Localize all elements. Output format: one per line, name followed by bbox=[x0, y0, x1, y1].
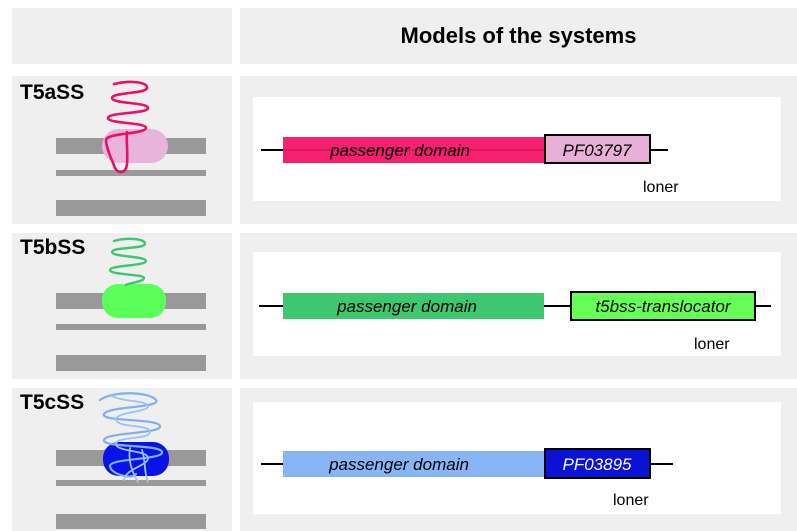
inner-membrane bbox=[56, 514, 206, 529]
header-right-panel bbox=[240, 8, 797, 64]
passenger-domain-label: passenger domain bbox=[336, 297, 477, 316]
system-label-t5ass: T5aSS bbox=[20, 81, 85, 104]
system-label-t5css: T5cSS bbox=[20, 391, 85, 414]
passenger-domain-bar bbox=[283, 451, 545, 477]
outer-membrane-bottom bbox=[56, 324, 206, 330]
header-left-panel bbox=[12, 8, 232, 64]
t5bss-translocator-domain-label: t5bss-translocator bbox=[595, 297, 731, 316]
passenger-domain-bar bbox=[283, 293, 544, 319]
t5ass-membrane-illustration bbox=[56, 80, 206, 216]
passenger-domain-label: passenger domain bbox=[329, 141, 470, 160]
t5css-gene-model: passenger domain PF03895 loner bbox=[261, 448, 673, 509]
loner-label: loner bbox=[613, 492, 649, 509]
system-label-t5bss: T5bSS bbox=[20, 236, 86, 259]
passenger-coil bbox=[108, 237, 148, 287]
pf03895-domain-label: PF03895 bbox=[563, 455, 633, 474]
passenger-coil-outer bbox=[98, 392, 164, 478]
t5css-membrane-illustration bbox=[56, 392, 206, 529]
beta-barrel bbox=[102, 284, 166, 318]
loner-label: loner bbox=[643, 179, 679, 196]
t5bss-membrane-illustration bbox=[56, 237, 206, 371]
t5ass-gene-model: passenger domain PF03797 loner bbox=[261, 134, 679, 196]
inner-membrane bbox=[56, 200, 206, 216]
passenger-domain-label: passenger domain bbox=[328, 455, 469, 474]
pf03797-domain-box bbox=[544, 134, 651, 164]
t5bss-translocator-domain-box bbox=[570, 291, 756, 321]
pf03895-domain-box bbox=[544, 448, 651, 479]
pf03797-domain-label: PF03797 bbox=[563, 141, 633, 160]
beta-barrel bbox=[102, 129, 168, 163]
header-title: Models of the systems bbox=[400, 23, 637, 48]
passenger-coil bbox=[104, 80, 150, 174]
outer-membrane-bottom bbox=[56, 480, 206, 486]
loner-label: loner bbox=[694, 336, 730, 353]
t5bss-gene-model: passenger domain t5bss-translocator lone… bbox=[259, 291, 771, 353]
inner-membrane bbox=[56, 355, 206, 371]
passenger-coil-inner bbox=[111, 395, 151, 483]
outer-membrane-bottom bbox=[56, 170, 206, 176]
